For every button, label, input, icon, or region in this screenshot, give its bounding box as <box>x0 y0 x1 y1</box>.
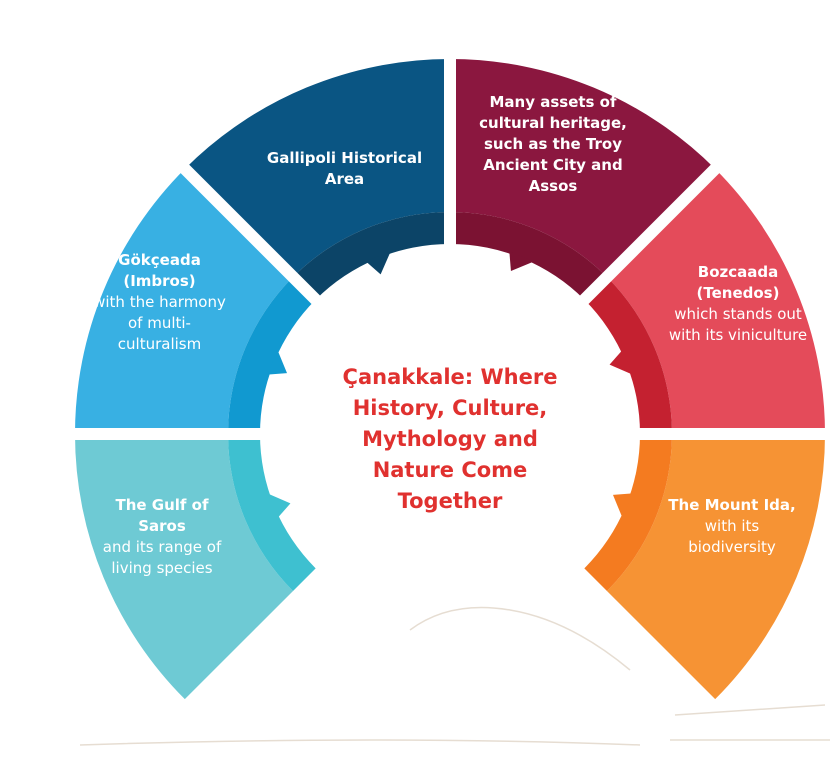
segment-label-saros: The Gulf of Saros and its range of livin… <box>92 495 232 579</box>
segment-ida <box>606 434 825 700</box>
label-normal: with its biodiversity <box>688 517 776 556</box>
segment-label-ida: The Mount Ida, with its biodiversity <box>662 495 802 558</box>
segment-label-gokceada: Gökçeada (Imbros) with the harmony of mu… <box>92 250 227 355</box>
label-bold: The Gulf of Saros <box>115 496 209 535</box>
segment-inner-band-gokceada <box>228 277 316 434</box>
segment-saros <box>75 434 294 700</box>
label-bold: Gallipoli Historical Area <box>266 149 423 188</box>
segment-label-bozcaada: Bozcaada (Tenedos) which stands out with… <box>668 262 808 346</box>
segment-gallipoli <box>184 59 450 278</box>
segment-label-gallipoli: Gallipoli Historical Area <box>262 148 427 190</box>
segment-inner-band-saros <box>228 434 316 591</box>
pointer-notch-gokceada <box>267 349 288 375</box>
center-circle <box>261 245 639 623</box>
segment-inner-band-gallipoli <box>293 212 450 300</box>
segment-inner-band-heritage <box>450 212 607 300</box>
label-normal: which stands out with its viniculture <box>668 305 808 344</box>
segment-heritage <box>450 59 716 278</box>
label-normal: with the harmony of multi-culturalism <box>93 293 226 353</box>
segment-gokceada <box>75 168 294 434</box>
segment-inner-band-bozcaada <box>584 277 672 434</box>
segment-inner-band-ida <box>584 434 672 591</box>
segment-bozcaada <box>606 168 825 434</box>
center-title: Çanakkale: Where History, Culture, Mytho… <box>342 365 558 513</box>
pointer-notch-bozcaada <box>609 349 633 375</box>
pointer-notch-saros <box>267 493 291 519</box>
label-bold: Bozcaada (Tenedos) <box>696 263 780 302</box>
pointer-notch-ida <box>612 493 633 519</box>
segment-label-heritage: Many assets of cultural heritage, such a… <box>468 92 638 197</box>
background-sketch <box>79 606 830 746</box>
pointer-notch-gallipoli <box>365 251 391 275</box>
label-bold: The Mount Ida, <box>668 496 796 514</box>
label-bold: Many assets of cultural heritage, such a… <box>479 93 627 195</box>
pointer-notch-heritage <box>509 251 535 272</box>
label-bold: Gökçeada (Imbros) <box>118 251 201 290</box>
label-normal: and its range of living species <box>102 538 222 577</box>
